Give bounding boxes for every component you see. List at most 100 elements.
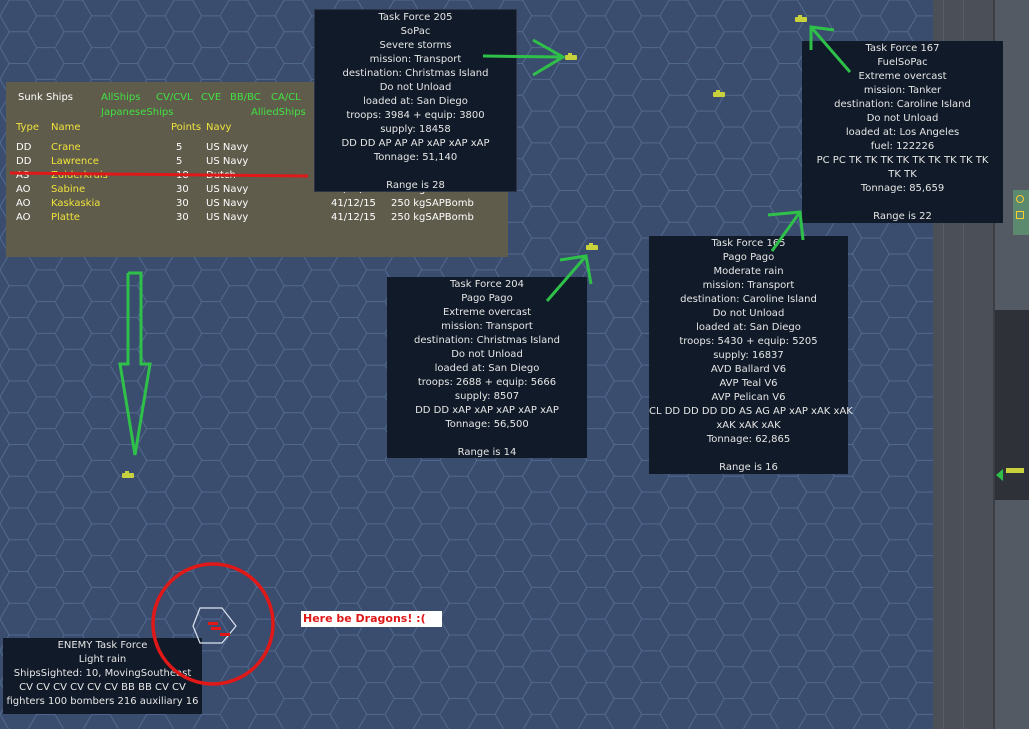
table-row[interactable]: DD Lawrence 5 US Navy [6, 156, 508, 170]
tf-loaded-at: loaded at: San Diego [363, 96, 468, 107]
tf-troops: troops: 3984 + equip: 3800 [346, 110, 485, 121]
tf-title: Task Force 205 [378, 12, 453, 23]
tf-destination: destination: Christmas Island [414, 335, 560, 346]
tf-tonnage: Tonnage: 62,865 [706, 434, 791, 445]
column-header-name[interactable]: Name [51, 122, 81, 133]
tf-weather: Extreme overcast [442, 307, 532, 318]
task-force-ship-icon[interactable] [586, 243, 598, 250]
tf-unload: Do not Unload [451, 349, 523, 360]
close-icon[interactable] [1016, 211, 1024, 219]
spacer [387, 432, 587, 446]
ship-name: Lawrence [51, 156, 99, 167]
tf-destination: destination: Christmas Island [342, 68, 489, 79]
ship-points: 5 [176, 156, 183, 167]
tf-troops: troops: 5430 + equip: 5205 [679, 336, 818, 347]
filter-ca-cl[interactable]: CA/CL [271, 92, 301, 103]
ship-points: 30 [176, 198, 189, 209]
ship-type: AO [16, 212, 31, 223]
tf-name: FuelSoPac [877, 57, 928, 68]
sunk-date: 41/12/15 [331, 212, 376, 223]
table-row[interactable]: AO Kaskaskia 30 US Navy 41/12/15 250 kgS… [6, 198, 508, 212]
ship-name: Sabine [51, 184, 86, 195]
ship-points: 18 [176, 170, 189, 181]
tf-loaded-at: loaded at: Los Angeles [845, 127, 960, 138]
task-force-ship-icon[interactable] [713, 90, 725, 97]
table-row[interactable]: AO Platte 30 US Navy 41/12/15 250 kgSAPB… [6, 212, 508, 226]
tf-loaded-at: loaded at: San Diego [696, 322, 801, 333]
enemy-task-force-info: ENEMY Task Force Light rain ShipsSighted… [3, 638, 202, 714]
tf-destination: destination: Caroline Island [834, 99, 971, 110]
ship-points: 5 [176, 142, 183, 153]
enemy-ships: CV CV CV CV CV CV BB BB CV CV [19, 682, 186, 693]
tf-ships: CL DD DD DD DD AS AG AP xAP xAK xAK [649, 406, 853, 417]
tf-weather: Moderate rain [713, 266, 784, 277]
tf-range: Range is 16 [719, 462, 778, 473]
tf-range: Range is 22 [873, 211, 932, 222]
ship-points: 30 [176, 212, 189, 223]
ship-type: DD [16, 142, 32, 153]
column-header-type[interactable]: Type [16, 122, 39, 133]
filter-cve[interactable]: CVE [201, 92, 222, 103]
ship-type: DD [16, 156, 32, 167]
sunk-cause: 250 kgSAPBomb [391, 212, 474, 223]
ship-name: Kaskaskia [51, 198, 101, 209]
table-row[interactable]: DD Crane 5 US Navy [6, 142, 508, 156]
task-force-ship-icon[interactable] [795, 15, 807, 22]
tf-unload: Do not Unload [712, 308, 785, 319]
tf-ship-entry: AVP Teal V6 [719, 378, 778, 389]
tf-loaded-at: loaded at: San Diego [434, 363, 540, 374]
tf-title: Task Force 167 [865, 43, 940, 54]
filter-bb-bc[interactable]: BB/BC [230, 92, 261, 103]
ship-navy: US Navy [206, 198, 249, 209]
ship-navy: US Navy [206, 142, 249, 153]
tf-ships: PC PC TK TK TK TK TK TK TK TK TK [816, 155, 989, 166]
ship-icon[interactable] [1006, 468, 1024, 473]
dock-icon[interactable] [1016, 195, 1024, 203]
filter-cv-cvl[interactable]: CV/CVL [156, 92, 193, 103]
scroll-left-arrow-icon[interactable] [996, 469, 1003, 481]
task-force-167-info: Task Force 167 FuelSoPac Extreme overcas… [802, 41, 1003, 223]
tf-supply: supply: 16837 [713, 350, 784, 361]
filter-japanese-ships[interactable]: JapaneseShips [101, 107, 174, 118]
sunk-date: 41/12/15 [331, 198, 376, 209]
filter-allied-ships[interactable]: AlliedShips [251, 107, 306, 118]
tf-troops: troops: 2688 + equip: 5666 [417, 377, 557, 388]
tf-tonnage: Tonnage: 85,659 [860, 183, 945, 194]
enemy-weather: Light rain [78, 654, 127, 665]
tf-mission: mission: Transport [369, 54, 462, 65]
tf-weather: Extreme overcast [858, 71, 947, 82]
tf-name: Pago Pago [722, 252, 775, 263]
ship-type: AS [16, 170, 30, 181]
dragons-annotation: Here be Dragons! :( [301, 611, 442, 627]
ship-name: Platte [51, 212, 80, 223]
sunk-ships-title: Sunk Ships [18, 92, 74, 103]
tf-supply: supply: 18458 [380, 124, 451, 135]
tf-ships-cont: TK TK [888, 169, 917, 180]
ship-name: Zuiderkruis [51, 170, 108, 181]
tf-mission: mission: Transport [702, 280, 795, 291]
tf-mission: mission: Transport [441, 321, 533, 332]
tf-title: Task Force 204 [449, 279, 525, 290]
task-force-205-info: Task Force 205 SoPac Severe storms missi… [314, 9, 517, 192]
ship-points: 30 [176, 184, 189, 195]
ship-type: AO [16, 198, 31, 209]
column-header-points[interactable]: Points [171, 122, 202, 133]
enemy-sighted: ShipsSighted: 10, MovingSoutheast [13, 668, 192, 679]
tf-name: Pago Pago [461, 293, 513, 304]
tf-unload: Do not Unload [379, 82, 452, 93]
column-header-navy[interactable]: Navy [206, 122, 232, 133]
task-force-ship-icon[interactable] [122, 471, 134, 478]
tf-ship-entry: AVD Ballard V6 [710, 364, 787, 375]
ship-navy: US Navy [206, 212, 249, 223]
tf-destination: destination: Caroline Island [680, 294, 817, 305]
sunk-cause: 250 kgSAPBomb [391, 198, 474, 209]
task-force-ship-icon[interactable] [565, 53, 577, 60]
ship-navy: US Navy [206, 184, 249, 195]
tf-ships: DD DD xAP xAP xAP xAP xAP [415, 405, 559, 416]
filter-all-ships[interactable]: AllShips [101, 92, 141, 103]
task-force-204-info: Task Force 204 Pago Pago Extreme overcas… [387, 277, 587, 458]
tf-ship-entry: AVP Pelican V6 [711, 392, 786, 403]
tf-fuel: fuel: 122226 [870, 141, 935, 152]
tf-range: Range is 28 [386, 180, 445, 191]
tf-supply: supply: 8507 [454, 391, 520, 402]
